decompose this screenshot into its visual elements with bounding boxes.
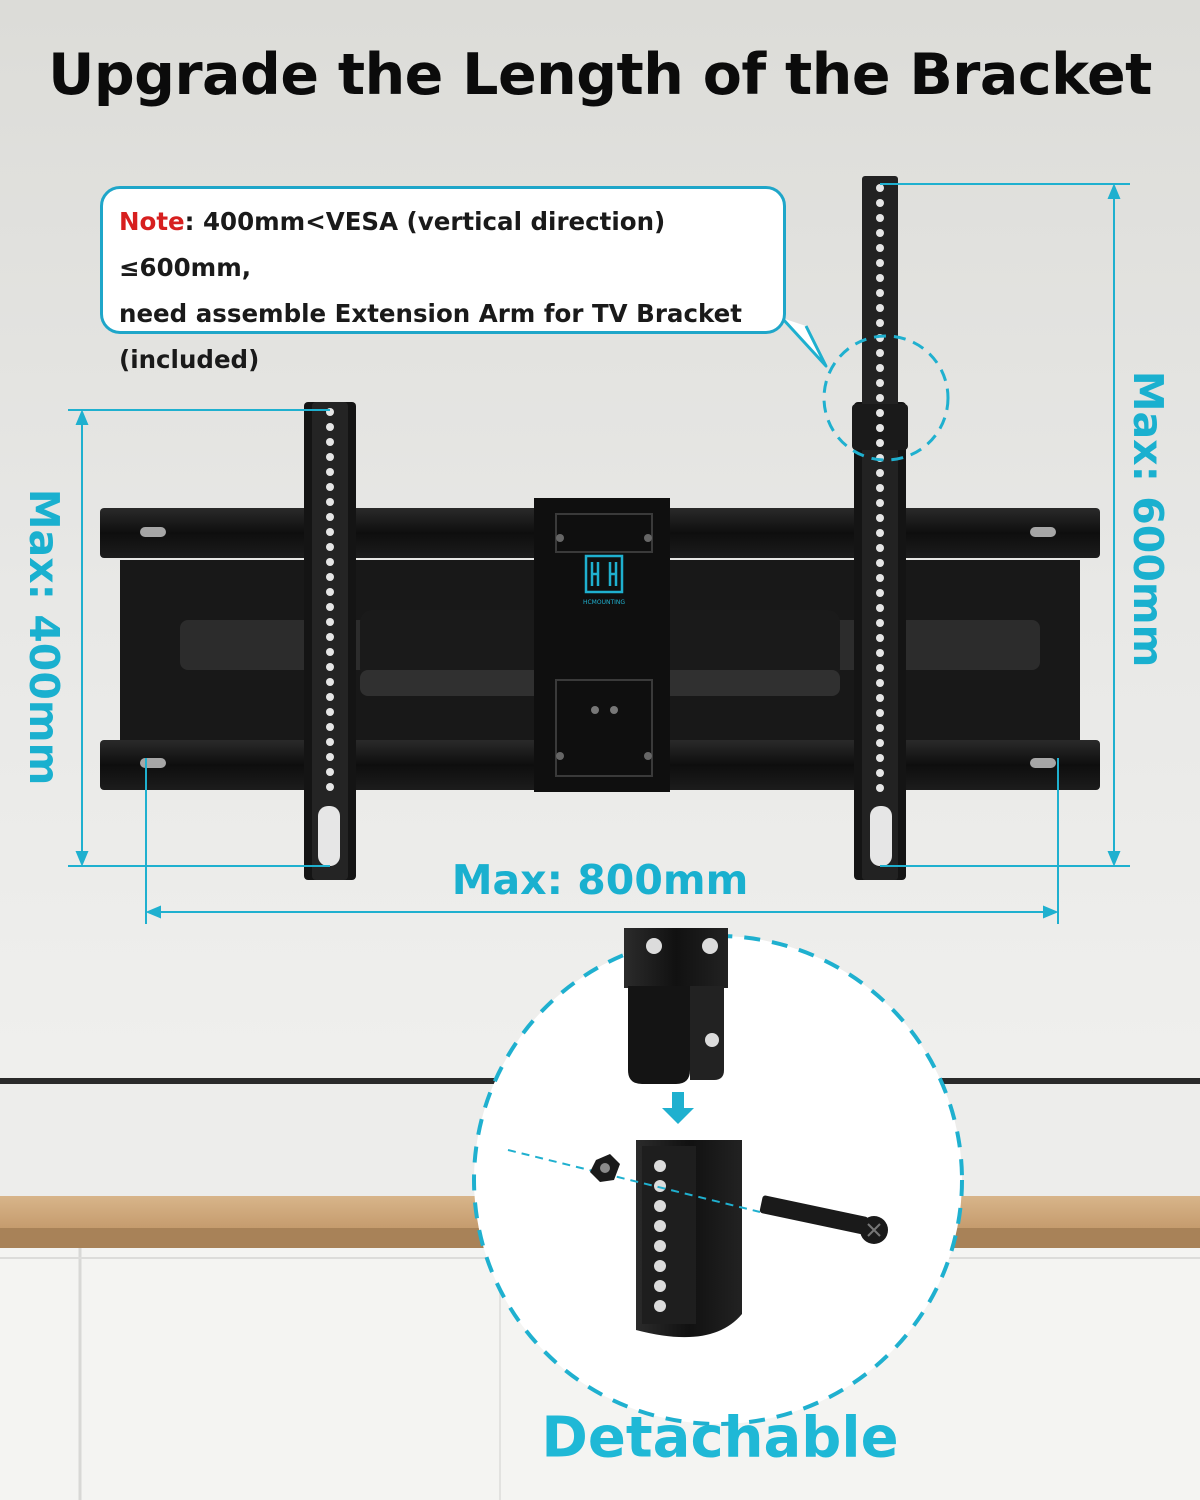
mounting-hole: [876, 619, 884, 627]
mounting-hole: [876, 739, 884, 747]
mounting-hole: [326, 633, 334, 641]
mounting-hole: [654, 1260, 666, 1272]
mounting-hole: [326, 528, 334, 536]
mounting-hole: [876, 559, 884, 567]
mounting-hole: [326, 483, 334, 491]
mounting-hole: [876, 244, 884, 252]
dimension-height-left: Max: 400mm: [20, 488, 68, 786]
mounting-hole: [326, 738, 334, 746]
mounting-hole: [654, 1160, 666, 1172]
mounting-hole: [326, 783, 334, 791]
mounting-hole: [326, 498, 334, 506]
mounting-hole: [876, 199, 884, 207]
mounting-hole: [876, 214, 884, 222]
mounting-hole: [876, 634, 884, 642]
mounting-hole: [326, 438, 334, 446]
mounting-hole: [876, 649, 884, 657]
mounting-hole: [876, 784, 884, 792]
mounting-hole: [876, 304, 884, 312]
mounting-hole: [876, 229, 884, 237]
mounting-hole: [876, 709, 884, 717]
mounting-hole: [876, 589, 884, 597]
mounting-hole: [876, 424, 884, 432]
mounting-hole: [876, 769, 884, 777]
note-line-2: need assemble Extension Arm for TV Brack…: [119, 299, 742, 328]
mounting-hole: [326, 618, 334, 626]
mounting-hole: [654, 1240, 666, 1252]
brand-logo-text: HCMOUNTING: [583, 599, 625, 606]
mounting-hole: [876, 364, 884, 372]
mounting-hole: [326, 603, 334, 611]
mounting-hole: [876, 469, 884, 477]
page-title: Upgrade the Length of the Bracket: [48, 42, 1152, 108]
mounting-hole: [326, 768, 334, 776]
mounting-hole: [326, 573, 334, 581]
tv-mount-bracket: HCMOUNTING: [100, 176, 1100, 880]
detachable-label: Detachable: [541, 1405, 899, 1471]
note-callout: Note: 400mm<VESA (vertical direction) ≤6…: [100, 186, 786, 374]
mounting-hole: [326, 663, 334, 671]
mounting-hole: [876, 499, 884, 507]
mounting-hole: [654, 1200, 666, 1212]
mounting-hole: [326, 423, 334, 431]
mounting-hole: [876, 484, 884, 492]
mounting-hole: [876, 724, 884, 732]
brand-logo-icon: [584, 554, 624, 594]
mounting-hole: [326, 723, 334, 731]
dimension-width: Max: 800mm: [451, 856, 749, 904]
mounting-hole: [326, 753, 334, 761]
mounting-hole: [876, 184, 884, 192]
mounting-hole: [876, 349, 884, 357]
mounting-hole: [876, 274, 884, 282]
mounting-hole: [326, 453, 334, 461]
mounting-hole: [876, 664, 884, 672]
mounting-hole: [326, 693, 334, 701]
mounting-hole: [876, 514, 884, 522]
mounting-hole: [326, 558, 334, 566]
mounting-hole: [876, 319, 884, 327]
mounting-hole: [876, 679, 884, 687]
mounting-hole: [654, 1180, 666, 1192]
mounting-hole: [876, 439, 884, 447]
mounting-hole: [326, 543, 334, 551]
dimension-lines: [68, 183, 1130, 924]
dimension-height-right: Max: 600mm: [1124, 370, 1172, 668]
mounting-hole: [876, 394, 884, 402]
mounting-hole: [326, 708, 334, 716]
mounting-hole: [654, 1220, 666, 1232]
mounting-hole: [876, 409, 884, 417]
note-text: Note: 400mm<VESA (vertical direction) ≤6…: [119, 199, 779, 383]
mounting-hole: [876, 544, 884, 552]
mounting-hole: [876, 574, 884, 582]
mounting-hole: [326, 513, 334, 521]
mounting-hole: [876, 754, 884, 762]
mounting-hole: [876, 379, 884, 387]
bolt-icon: [759, 1195, 888, 1244]
detachable-detail: [472, 928, 964, 1426]
mounting-hole: [876, 289, 884, 297]
down-arrow-icon: [662, 1092, 694, 1124]
mounting-hole: [326, 588, 334, 596]
mounting-hole: [326, 648, 334, 656]
mounting-hole: [326, 468, 334, 476]
note-line-3: (included): [119, 345, 260, 374]
mounting-hole: [876, 604, 884, 612]
mounting-hole: [876, 529, 884, 537]
mounting-hole: [654, 1280, 666, 1292]
mounting-hole: [654, 1300, 666, 1312]
mounting-hole: [326, 678, 334, 686]
note-label: Note: [119, 207, 185, 236]
mounting-hole: [876, 694, 884, 702]
note-line-1: : 400mm<VESA (vertical direction) ≤600mm…: [119, 207, 666, 282]
extension-highlight: [780, 316, 950, 462]
mounting-hole: [876, 259, 884, 267]
